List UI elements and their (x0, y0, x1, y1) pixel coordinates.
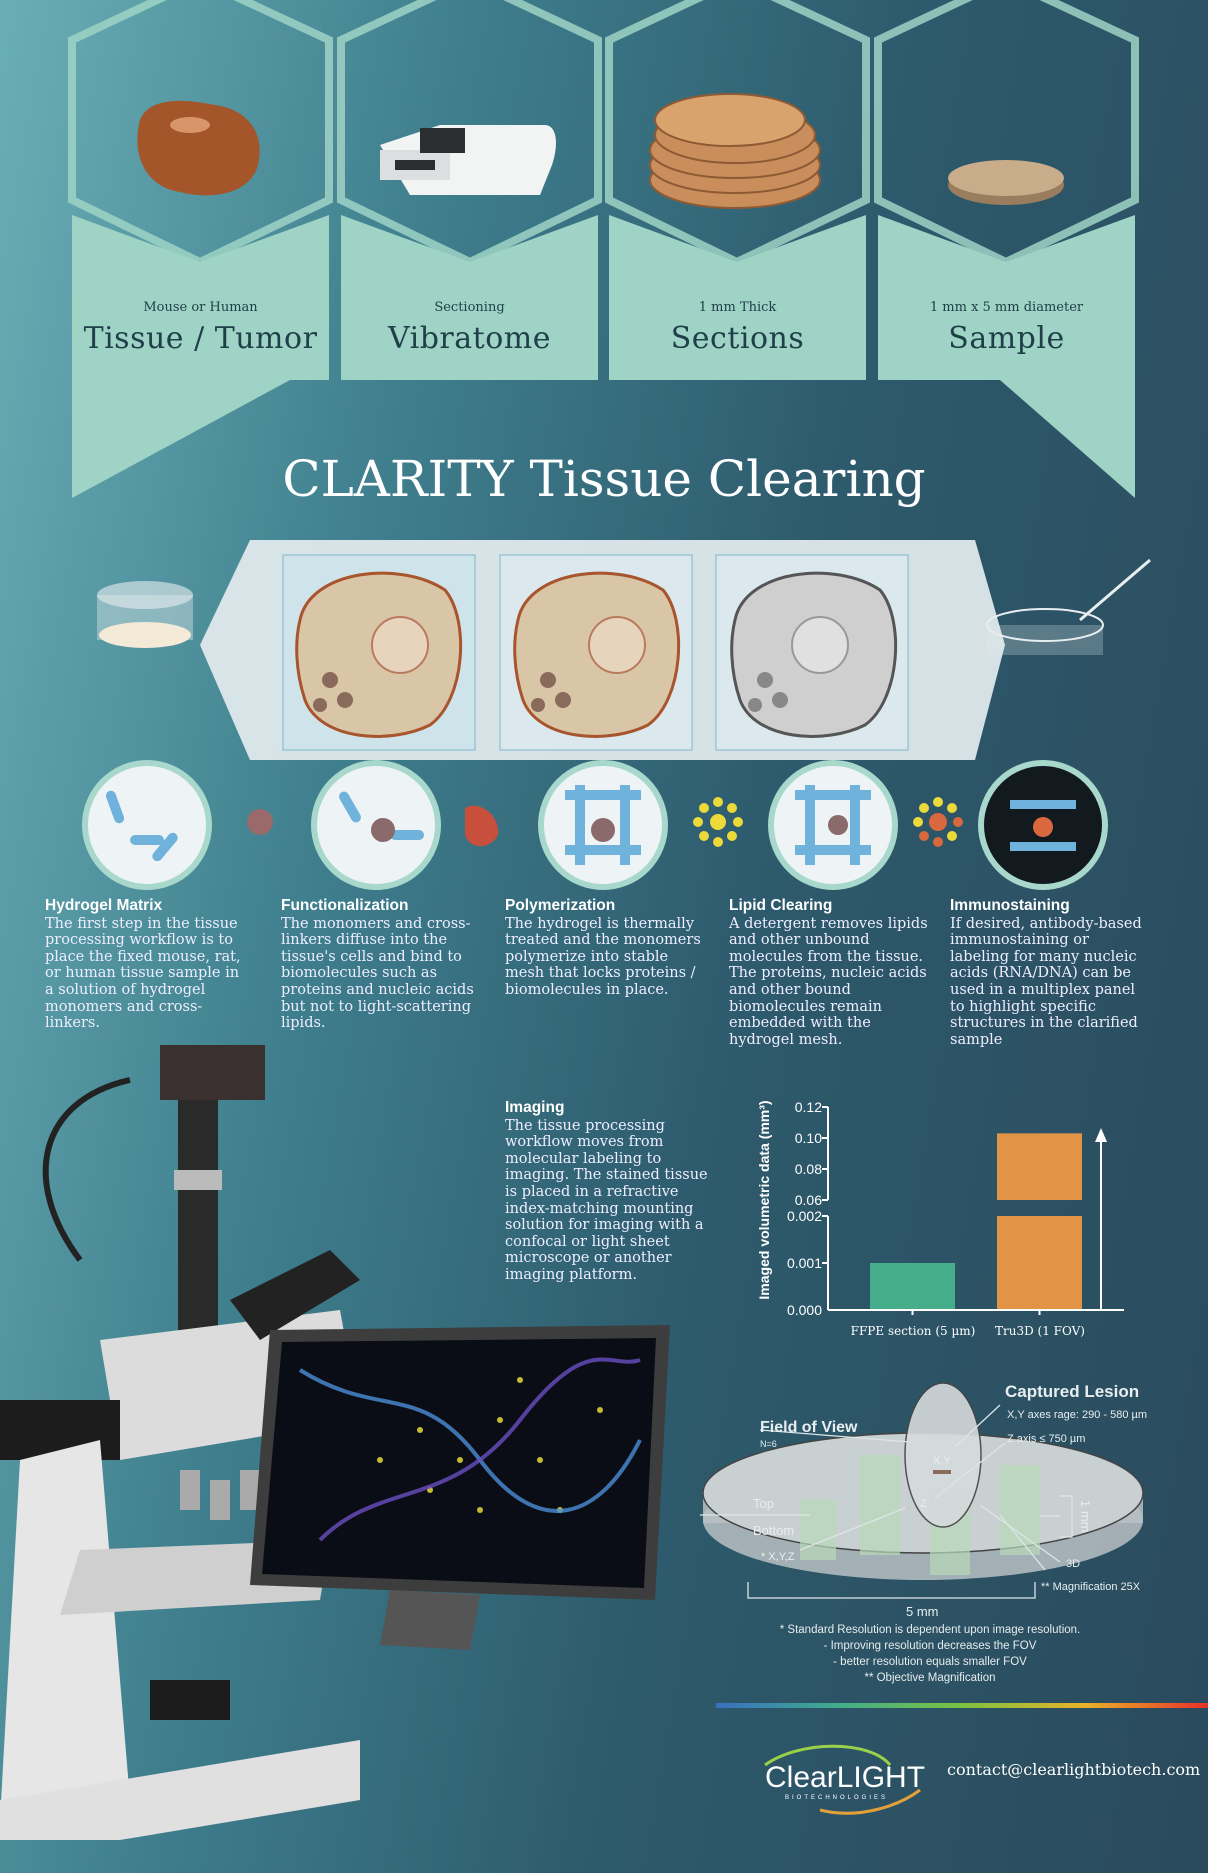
five-mm-label: 5 mm (906, 1604, 939, 1619)
resolution-notes: * Standard Resolution is dependent upon … (720, 1622, 1140, 1686)
clarity-process-illustration (82, 540, 1151, 890)
y-tick-label: 0.12 (795, 1099, 822, 1115)
spectrum-divider (716, 1703, 1208, 1708)
bar (870, 1263, 955, 1310)
eyepieces (230, 1250, 360, 1340)
bottom-label: Bottom (753, 1523, 794, 1538)
cell-diagrams (282, 554, 909, 751)
captured-lesion-title: Captured Lesion (1005, 1382, 1139, 1401)
objective-lenses (180, 1470, 260, 1520)
pipette-icon (1079, 558, 1151, 622)
sections-icon (649, 93, 821, 209)
note-line: - Improving resolution decreases the FOV (823, 1640, 1037, 1652)
note-line: ** Objective Magnification (864, 1672, 996, 1684)
bar-upper-segment (997, 1133, 1082, 1200)
captured-lesion-ellipse (904, 1382, 982, 1528)
xyz-label: * X,Y,Z (761, 1551, 795, 1563)
monomer-icon (247, 809, 273, 835)
y-tick-label: 0.10 (795, 1130, 822, 1146)
logo-subtext: BIOTECHNOLOGIES (785, 1795, 888, 1801)
x-tick-label-ffpe: FFPE section (5 µm) (851, 1324, 976, 1338)
one-mm-label: 1 mm (1078, 1500, 1093, 1533)
magnification-label: ** Magnification 25X (1041, 1581, 1141, 1593)
immunostaining-dish-icon (986, 558, 1151, 655)
sample-disk (702, 1382, 1144, 1580)
lipid-micelle-icon (913, 797, 963, 847)
y-tick-label: 0.06 (795, 1192, 822, 1208)
n-count: N=6 (760, 1439, 777, 1449)
cable (42, 1077, 131, 1262)
note-line: - better resolution equals smaller FOV (833, 1656, 1027, 1668)
y-tick-label: 0.000 (787, 1302, 822, 1318)
xy-label: X,Y (933, 1455, 951, 1467)
logo-text: ClearLIGHT (765, 1761, 925, 1794)
xy-range-label: X,Y axes rage: 290 - 580 µm (1007, 1409, 1147, 1421)
bar-lower-segment (997, 1216, 1082, 1310)
increase-arrow-head (1095, 1128, 1107, 1142)
volumetric-bar-chart: Imaged volumetric data (mm³) FFPE sectio… (756, 1099, 1124, 1338)
camera-icon (160, 1045, 265, 1100)
monitor-icon (250, 1325, 670, 1650)
y-tick-label: 0.001 (787, 1255, 822, 1271)
main-title: CLARITY Tissue Clearing (282, 450, 926, 508)
z-label: Z (920, 1498, 927, 1510)
microscope-illustration (0, 1045, 670, 1840)
top-hex-band (68, 0, 1139, 498)
crosslinker-icon (465, 805, 499, 847)
y-axis-label: Imaged volumetric data (mm³) (756, 1100, 772, 1299)
vibratome-icon (380, 125, 556, 195)
y-tick-label: 0.08 (795, 1161, 822, 1177)
field-of-view-diagram: Captured Lesion X,Y axes rage: 290 - 580… (700, 1382, 1147, 1619)
field-of-view-title: Field of View (760, 1419, 858, 1436)
detergent-micelle-icon (693, 797, 743, 847)
x-tick-label-tru3d: Tru3D (1 FOV) (995, 1324, 1085, 1338)
three-d-label: 3D (1066, 1558, 1080, 1570)
y-tick-label: 0.002 (787, 1208, 822, 1224)
hydrogel-beaker-icon (97, 581, 193, 648)
tissue-icon (137, 100, 260, 196)
contact-email-link[interactable]: contact@clearlightbiotech.com (947, 1760, 1201, 1779)
note-line: * Standard Resolution is dependent upon … (779, 1624, 1081, 1636)
hydrogel-circle (82, 760, 212, 890)
sample-disk-icon (948, 160, 1064, 205)
top-label: Top (753, 1496, 774, 1511)
z-axis-label: Z axis ≤ 750 µm (1007, 1433, 1085, 1445)
clearlight-logo: ClearLIGHT BIOTECHNOLOGIES (764, 1744, 925, 1815)
